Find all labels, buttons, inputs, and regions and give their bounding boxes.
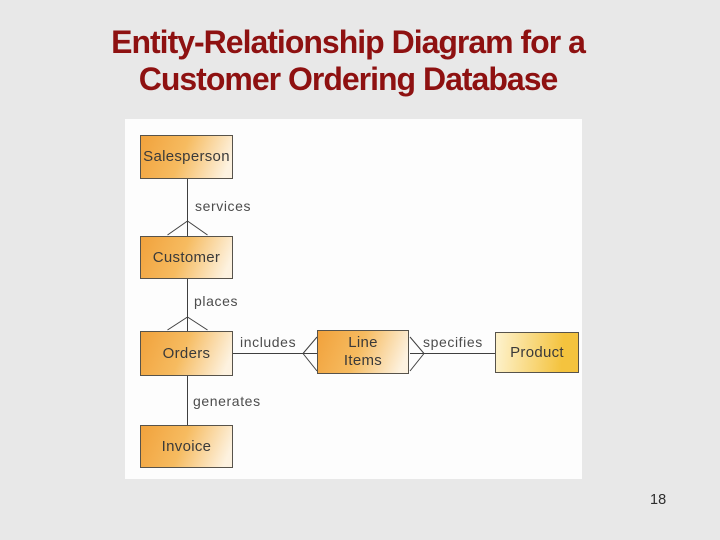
relationship-label-services: services (195, 198, 252, 214)
relationship-label-generates: generates (193, 393, 261, 409)
relationship-label-places: places (194, 293, 239, 309)
relationship-label-includes: includes (240, 334, 297, 350)
entity-box-orders: Orders (140, 331, 233, 376)
entity-box-product: Product (495, 332, 579, 373)
slide-title-line-1: Entity-Relationship Diagram for a (111, 24, 586, 60)
entity-box-line-items: Line Items (317, 330, 409, 374)
page-number: 18 (650, 492, 667, 508)
entity-box-customer: Customer (140, 236, 233, 279)
entity-box-invoice: Invoice (140, 425, 233, 468)
relationship-label-specifies: specifies (423, 334, 483, 350)
entity-box-salesperson: Salesperson (140, 135, 233, 179)
slide-title-line-2: Customer Ordering Database (138, 61, 559, 97)
